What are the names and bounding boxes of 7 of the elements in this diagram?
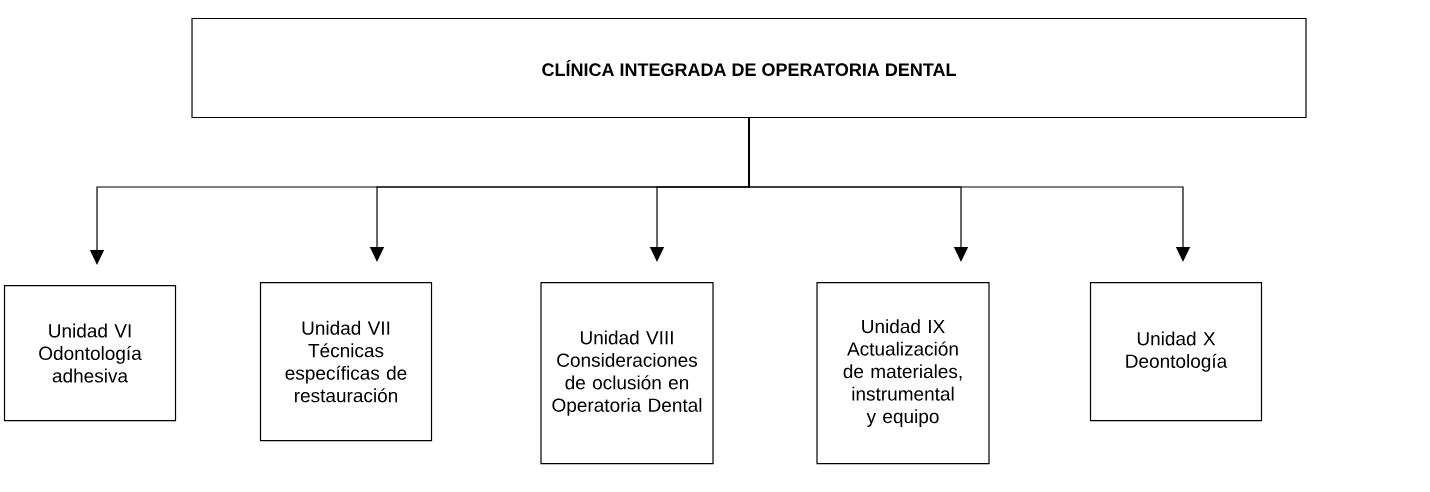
unit-box: Unidad IX Actualización de materiales, instrumental y equipo xyxy=(816,282,990,465)
unit-box: Unidad VI Odontología adhesiva xyxy=(3,285,177,422)
unit-box: Unidad VII Técnicas específicas de restauración xyxy=(259,282,433,442)
unit-box: Unidad VIII Consideraciones de oclusión en Operatoria Dental xyxy=(540,282,714,465)
title-box: CLÍNICA INTEGRADA DE OPERATORIA DENTAL xyxy=(191,17,1307,119)
unit-box: Unidad X Deontología xyxy=(1089,282,1263,422)
arrow xyxy=(748,117,1191,262)
